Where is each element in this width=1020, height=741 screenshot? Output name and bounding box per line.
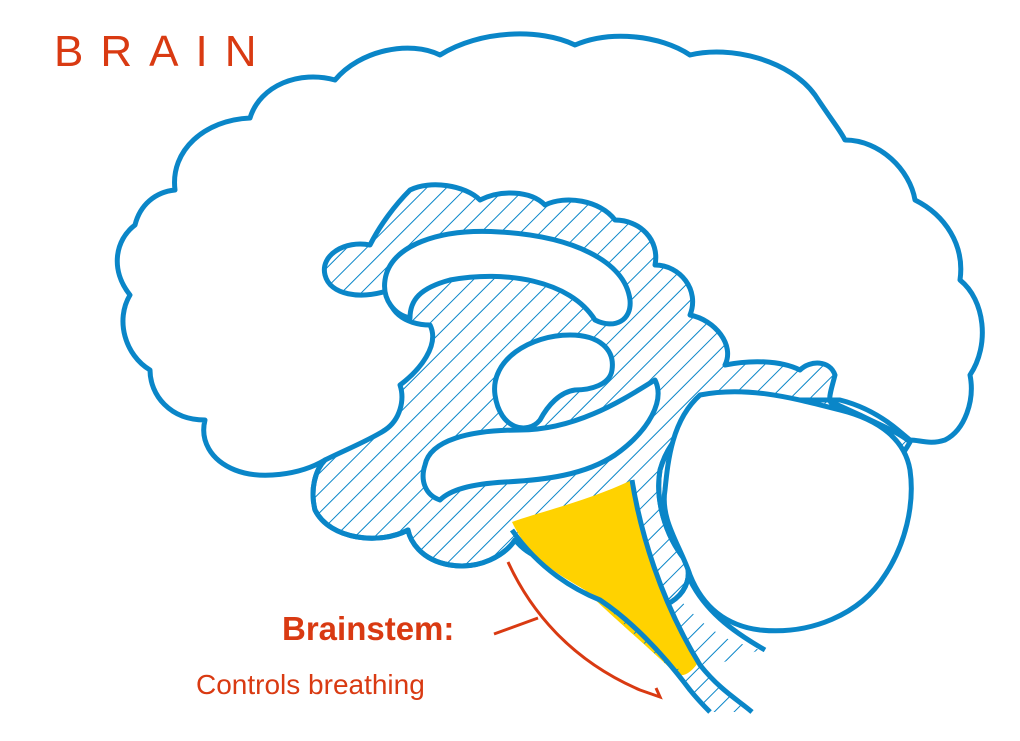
thalamus xyxy=(492,332,615,431)
cerebellum xyxy=(661,389,914,634)
brainstem-edge-right xyxy=(629,479,754,714)
lower-hatched-strip xyxy=(655,560,760,670)
corpus-callosum xyxy=(382,228,633,327)
interior-hatched-region xyxy=(310,182,913,609)
brainstem-pointer-line xyxy=(493,616,539,636)
midbrain-band xyxy=(420,377,661,503)
brainstem xyxy=(512,480,700,676)
spinal-cord-hatch xyxy=(600,600,752,712)
brainstem-description: Controls breathing xyxy=(196,669,425,700)
cerebellum-base-line xyxy=(687,578,767,653)
brainstem-label: Brainstem: xyxy=(282,610,455,647)
diagram-title: BRAIN xyxy=(54,27,274,76)
brainstem-pointer-bracket xyxy=(506,561,663,700)
